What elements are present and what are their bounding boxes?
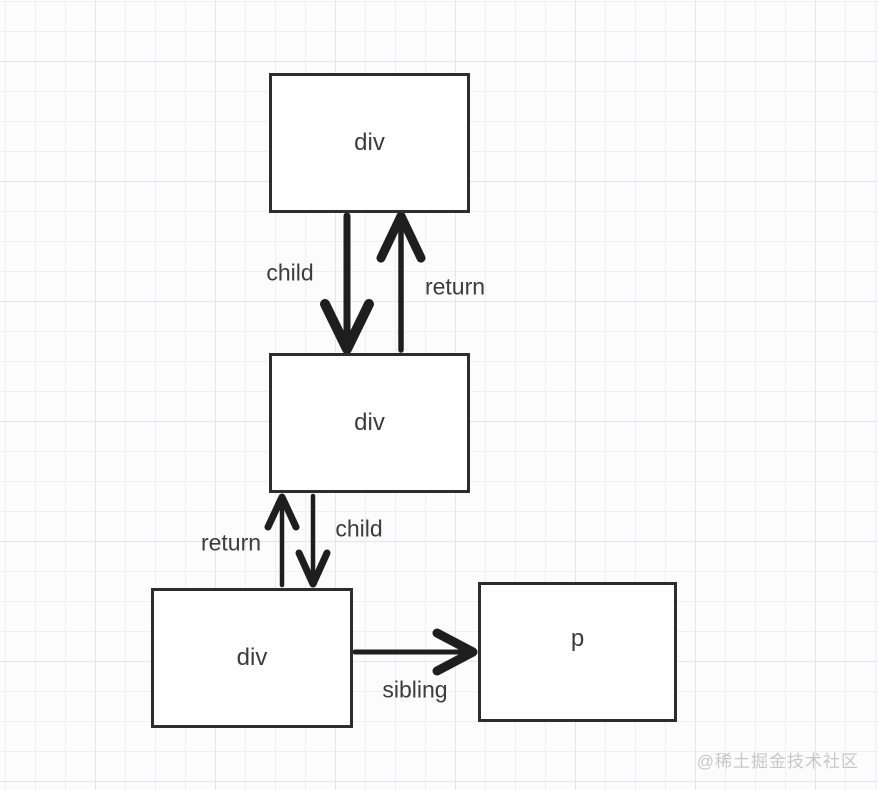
arrow-sibling-right [352,628,478,676]
edge-label-child-bottom: child [335,515,383,542]
node-div-bottom-label: div [236,644,268,671]
node-div-middle-label: div [354,409,385,436]
edge-label-sibling: sibling [382,676,448,703]
edge-label-return-top: return [424,273,486,300]
node-div-top: div [269,73,470,213]
arrow-child-top-down [320,212,374,354]
edge-label-child-top: child [266,259,314,286]
node-div-middle: div [269,353,470,493]
node-p-label: p [570,625,585,652]
node-div-top-label: div [354,129,385,156]
edge-label-return-bottom: return [200,529,262,556]
watermark: @稀土掘金技术社区 [696,752,859,771]
arrow-return-bottom-up [264,493,300,588]
node-div-bottom: div [151,588,353,728]
node-p: p [478,582,677,722]
arrow-return-top-up [376,211,426,353]
arrow-child-bottom-down [295,493,331,588]
